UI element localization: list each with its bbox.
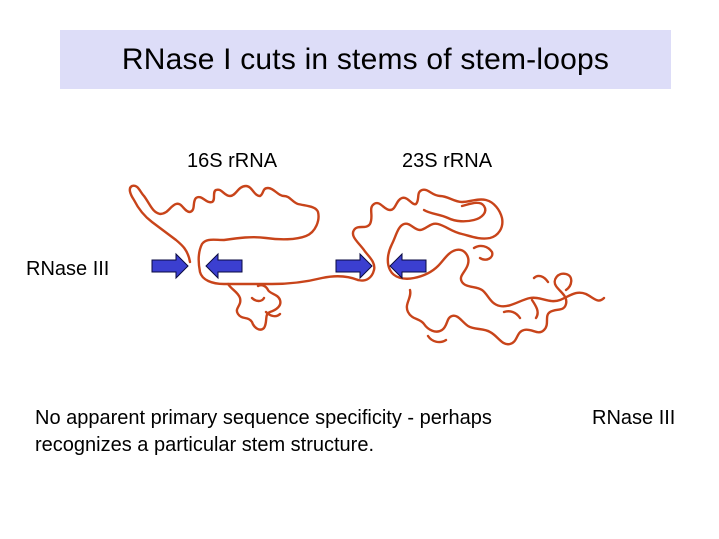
label-rnase-iii: RNase III (26, 258, 110, 280)
caption-line-2: recognizes a particular stem structure. (35, 434, 375, 456)
label-23s-rrna: 23S rRNA (402, 150, 493, 172)
title-banner: RNase I cuts in stems of stem-loops (60, 30, 671, 89)
rna-branch-23s-side (472, 244, 494, 261)
rna-branch-16s-low (226, 282, 282, 331)
rna-branch-23s-upper (422, 201, 487, 223)
rnase-arrow-23s-left (335, 252, 373, 280)
rna-branch-23s-low (405, 272, 573, 346)
rnase-arrow-16s-left (151, 252, 189, 280)
rna-branch-23s-low-2 (426, 274, 550, 344)
rna-strand-16s (128, 184, 360, 286)
caption-line-1: No apparent primary sequence specificity… (35, 407, 492, 429)
label-16s-rrna: 16S rRNA (187, 150, 278, 172)
rnase-arrow-23s-right (389, 252, 427, 280)
rna-branch-16s-low-2 (250, 296, 282, 318)
label-rnase-iii-right: RNase III (592, 407, 676, 429)
slide-title: RNase I cuts in stems of stem-loops (121, 42, 610, 76)
rna-strand-23s (351, 188, 606, 308)
rnase-arrow-16s-right (205, 252, 243, 280)
caption: No apparent primary sequence specificity… (35, 405, 705, 459)
